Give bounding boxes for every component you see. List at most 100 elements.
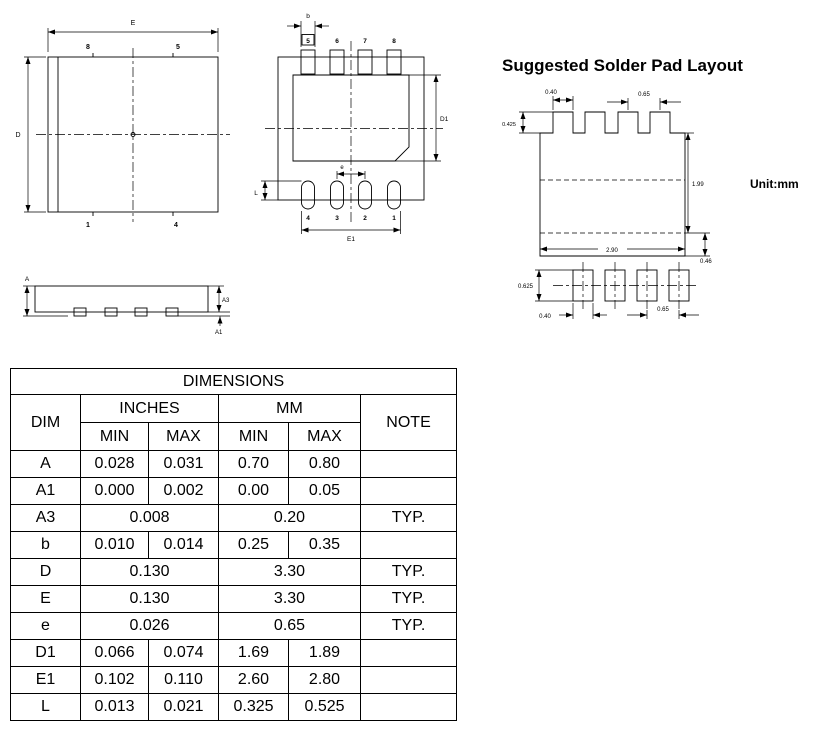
solder-pad-dimension-lines [519,96,710,319]
solder-pad-layout-title: Suggested Solder Pad Layout [502,56,743,75]
col-header-dim: DIM [10,394,81,451]
pin-number-4: 4 [306,215,310,222]
cell-dim: E1 [10,666,81,694]
dim-value-pad-field-height: 1.99 [692,182,704,188]
cell-dim: L [10,693,81,721]
cell-dim: b [10,531,81,559]
cell-dim: D1 [10,639,81,667]
cell-note [359,666,458,694]
side-view-outline [34,285,209,317]
cell-note [359,693,458,721]
table-row: A 0.028 0.031 0.70 0.80 [10,450,458,478]
cell-dim: A3 [10,504,81,532]
col-header-inches: INCHES [80,394,219,423]
dim-value-bottom-pad-height: 0.625 [518,284,534,290]
pad-field-outline [539,111,690,302]
cell-inch-max: 0.021 [148,693,219,721]
dim-value-top-pad-height: 0.425 [502,122,516,128]
pin-number-4: 4 [174,222,178,229]
package-bottom-view-drawing: b 5 6 7 8 D1 e L 4 3 2 1 E1 [254,13,449,243]
cell-note [359,477,458,505]
dim-label-E: E [131,20,136,27]
dim-label-A: A [25,276,30,283]
cell-mm-max: 0.05 [288,477,361,505]
cell-mm: 3.30 [218,558,361,586]
top-view-dimension-lines [24,28,219,213]
cell-note: TYP. [359,585,458,613]
table-row: e 0.026 0.65 TYP. [10,612,458,640]
cell-inch-min: 0.013 [80,693,149,721]
table-row: D1 0.066 0.074 1.69 1.89 [10,639,458,667]
cell-note: TYP. [359,504,458,532]
top-view-centerlines [36,48,230,222]
pin-number-8: 8 [392,38,396,45]
table-row: A1 0.000 0.002 0.00 0.05 [10,477,458,505]
cell-dim: A [10,450,81,478]
dim-label-D1: D1 [440,116,449,123]
dim-value-bottom-pitch: 0.65 [657,307,669,313]
dim-label-D: D [15,132,20,139]
cell-mm-min: 1.69 [218,639,289,667]
pin-number-5: 5 [176,44,180,51]
cell-note: TYP. [359,612,458,640]
cell-inch: 0.130 [80,585,219,613]
cell-dim: D [10,558,81,586]
cell-inch-max: 0.002 [148,477,219,505]
cell-inch-max: 0.031 [148,450,219,478]
cell-mm-max: 1.89 [288,639,361,667]
pin-number-5: 5 [306,38,310,45]
cell-inch: 0.130 [80,558,219,586]
cell-inch-min: 0.102 [80,666,149,694]
unit-label: Unit:mm [750,177,799,191]
dim-label-E1: E1 [347,236,355,243]
cell-mm-min: 2.60 [218,666,289,694]
pin-number-6: 6 [335,38,339,45]
bottom-view-centerlines [265,41,443,223]
cell-mm: 3.30 [218,585,361,613]
pin-number-8: 8 [86,44,90,51]
cell-dim: e [10,612,81,640]
cell-inch: 0.008 [80,504,219,532]
cell-inch-min: 0.000 [80,477,149,505]
dim-label-A3: A3 [222,298,230,304]
dim-value-top-pad-width: 0.40 [545,90,557,96]
cell-dim: A1 [10,477,81,505]
bottom-pad-centerlines [553,262,697,309]
cell-inch-max: 0.074 [148,639,219,667]
cell-note [359,639,458,667]
table-row: A3 0.008 0.20 TYP. [10,504,458,532]
cell-mm-min: 0.325 [218,693,289,721]
cell-inch-min: 0.010 [80,531,149,559]
col-header-min: MIN [218,422,289,451]
cell-mm-max: 0.80 [288,450,361,478]
bottom-view-dimension-lines [261,21,441,234]
pin-number-1: 1 [392,215,396,222]
cell-mm-min: 0.70 [218,450,289,478]
cell-inch: 0.026 [80,612,219,640]
col-header-max: MAX [148,422,219,451]
cell-inch-max: 0.014 [148,531,219,559]
cell-mm-min: 0.00 [218,477,289,505]
table-row: E 0.130 3.30 TYP. [10,585,458,613]
pin-number-2: 2 [363,215,367,222]
dim-label-e: e [340,165,344,171]
cell-mm-max: 0.35 [288,531,361,559]
table-title: DIMENSIONS [9,368,458,395]
package-side-view-drawing: A A3 A1 [23,276,230,336]
dim-label-b: b [306,13,310,20]
cell-mm-min: 0.25 [218,531,289,559]
dim-value-bottom-pad-width: 0.40 [539,314,551,320]
cell-mm-max: 0.525 [288,693,361,721]
dim-value-pad-field-width: 2.90 [606,248,618,254]
cell-inch-max: 0.110 [148,666,219,694]
cell-note: TYP. [359,558,458,586]
dim-label-A1: A1 [215,330,223,336]
cell-note [359,450,458,478]
dim-value-bottom-edge-offset: 0.46 [700,259,712,265]
dimensions-table: DIMENSIONS DIM INCHES MM NOTE MIN MAX MI… [9,368,458,721]
package-top-view-drawing: E D 8 5 1 4 [15,20,230,229]
col-header-max: MAX [288,422,361,451]
table-row: L 0.013 0.021 0.325 0.525 [10,693,458,721]
col-header-mm: MM [218,394,361,423]
cell-inch-min: 0.028 [80,450,149,478]
